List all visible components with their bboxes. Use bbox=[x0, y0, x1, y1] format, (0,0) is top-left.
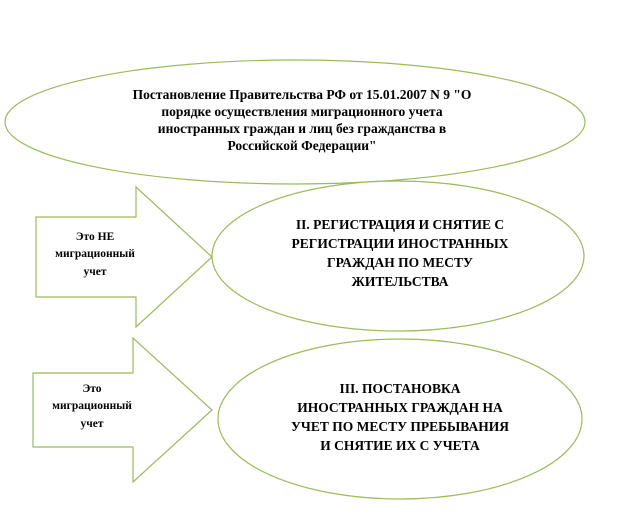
box-label-registration-residence: II. РЕГИСТРАЦИЯ И СНЯТИЕ С РЕГИСТРАЦИИ И… bbox=[291, 217, 509, 289]
box-label-registration-stay: III. ПОСТАНОВКА ИНОСТРАННЫХ ГРАЖДАН НА У… bbox=[291, 381, 509, 453]
title-ellipse bbox=[4, 59, 586, 185]
arrow-not-migration-record bbox=[35, 185, 213, 329]
arrow-label-migration-record: Это миграционный учет bbox=[52, 383, 132, 430]
box-registration-ellipse bbox=[211, 180, 585, 332]
diagram-title: Постановление Правительства РФ от 15.01.… bbox=[132, 87, 472, 153]
arrow-migration-record bbox=[32, 336, 213, 484]
box-registration-stay-ellipse bbox=[217, 338, 583, 500]
arrow-label-not-migration-record: Это НЕ миграционный учет bbox=[55, 231, 135, 278]
